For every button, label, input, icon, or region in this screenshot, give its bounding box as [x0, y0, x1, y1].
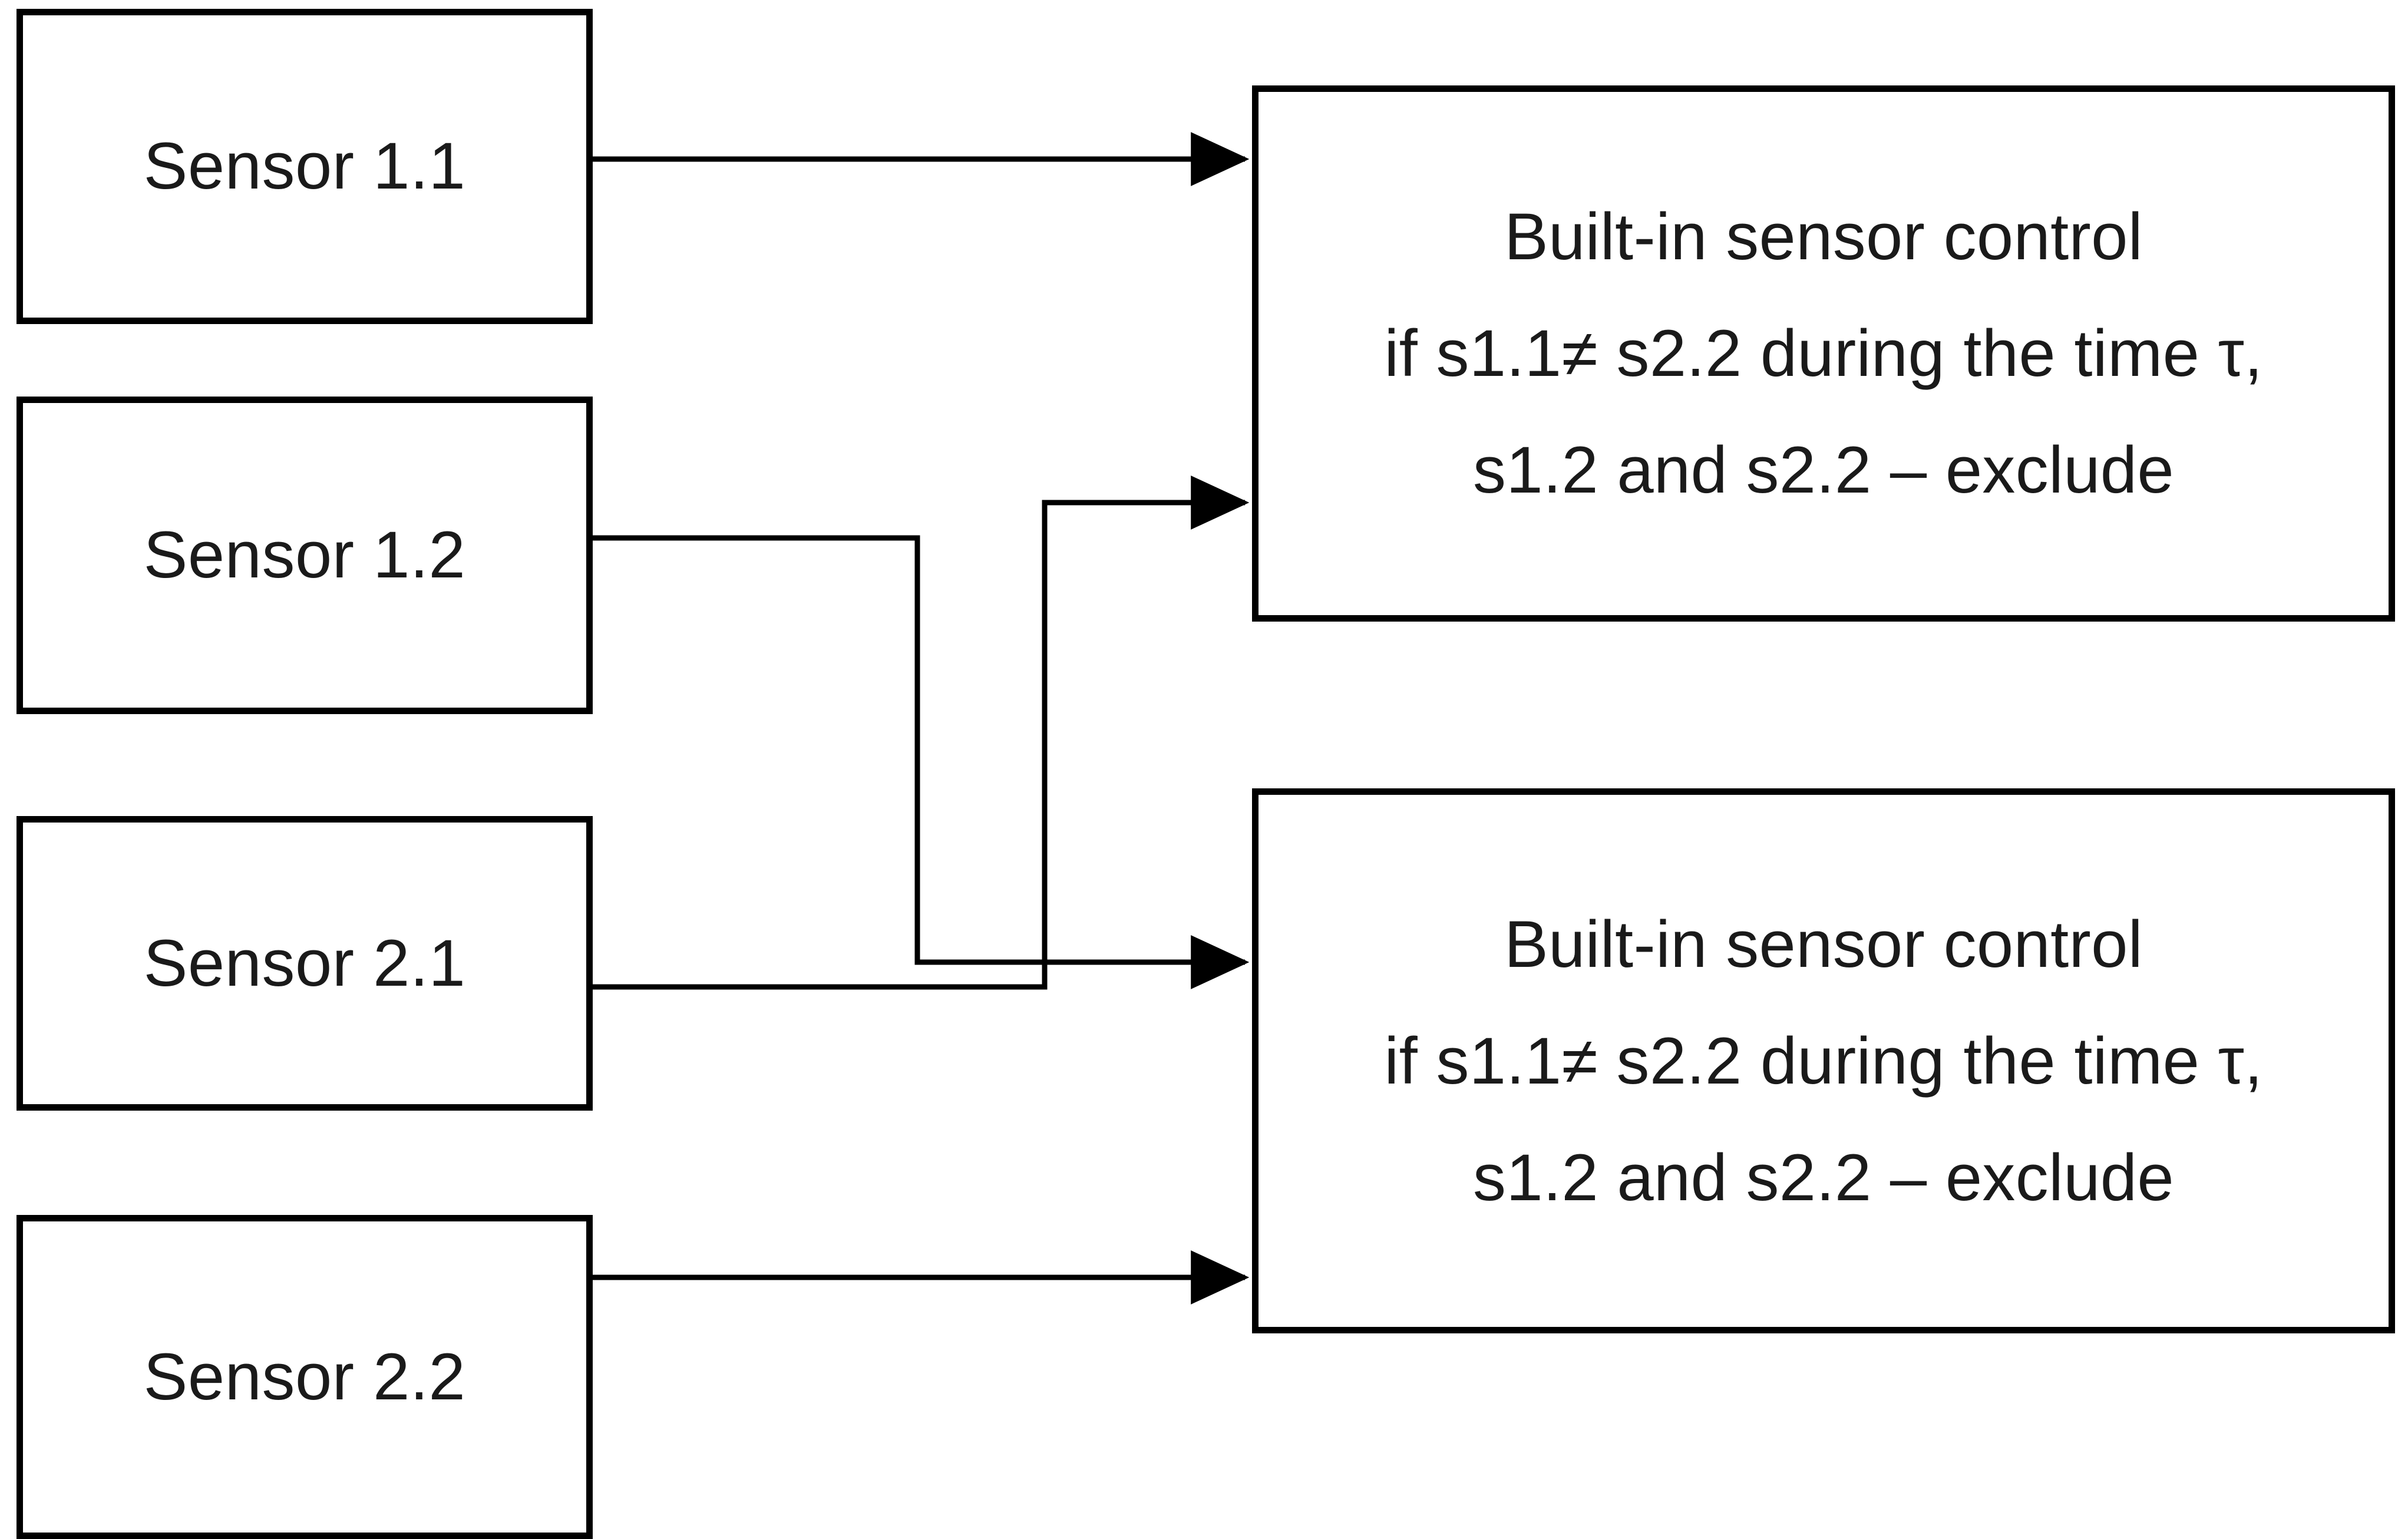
node-control-top-line-2: if s1.1≠ s2.2 during the time τ,: [1384, 316, 2263, 390]
node-sensor-2-1-label: Sensor 2.1: [143, 926, 466, 1000]
node-sensor-2-2[interactable]: Sensor 2.2: [16, 1215, 593, 1539]
edge-sensor-1-2-to-control-bottom: [593, 535, 1250, 989]
node-sensor-2-1[interactable]: Sensor 2.1: [16, 816, 593, 1111]
node-sensor-2-2-label: Sensor 2.2: [143, 1339, 466, 1413]
node-sensor-1-1-label: Sensor 1.1: [143, 129, 466, 203]
node-control-top[interactable]: Built-in sensor control if s1.1≠ s2.2 du…: [1252, 85, 2395, 622]
node-sensor-1-2[interactable]: Sensor 1.2: [16, 397, 593, 714]
node-control-top-line-3: s1.2 and s2.2 – exclude: [1473, 433, 2174, 507]
node-sensor-1-1[interactable]: Sensor 1.1: [16, 9, 593, 324]
node-control-bottom-line-3: s1.2 and s2.2 – exclude: [1473, 1140, 2174, 1214]
edge-sensor-2-1-to-control-top: [593, 475, 1250, 990]
node-control-bottom-line-2: if s1.1≠ s2.2 during the time τ,: [1384, 1023, 2263, 1098]
node-sensor-1-2-label: Sensor 1.2: [143, 518, 466, 592]
node-control-bottom-line-1: Built-in sensor control: [1504, 907, 2143, 981]
node-control-bottom[interactable]: Built-in sensor control if s1.1≠ s2.2 du…: [1252, 788, 2395, 1333]
node-control-top-line-1: Built-in sensor control: [1504, 200, 2143, 273]
